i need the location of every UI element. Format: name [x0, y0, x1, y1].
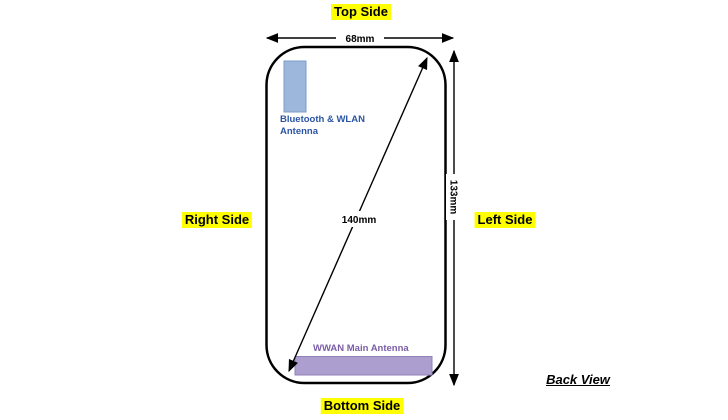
- right-side-label: Right Side: [181, 212, 253, 228]
- left-side-label: Left Side: [474, 212, 536, 228]
- bluetooth-wlan-antenna-block: [283, 60, 307, 113]
- width-dimension-mask: [336, 30, 384, 45]
- height-dimension-value: 133mm: [448, 180, 459, 215]
- diagonal-dimension-mask: [336, 211, 383, 227]
- wwan-main-antenna-label: WWAN Main Antenna: [313, 343, 409, 354]
- bottom-side-label: Bottom Side: [320, 398, 404, 414]
- back-view-label: Back View: [546, 372, 610, 387]
- width-dimension-value: 68mm: [346, 34, 375, 45]
- wwan-main-antenna-block: [294, 356, 433, 376]
- top-side-label: Top Side: [331, 4, 391, 20]
- diagonal-dimension-value: 140mm: [342, 215, 377, 226]
- height-dimension-mask: [446, 174, 462, 220]
